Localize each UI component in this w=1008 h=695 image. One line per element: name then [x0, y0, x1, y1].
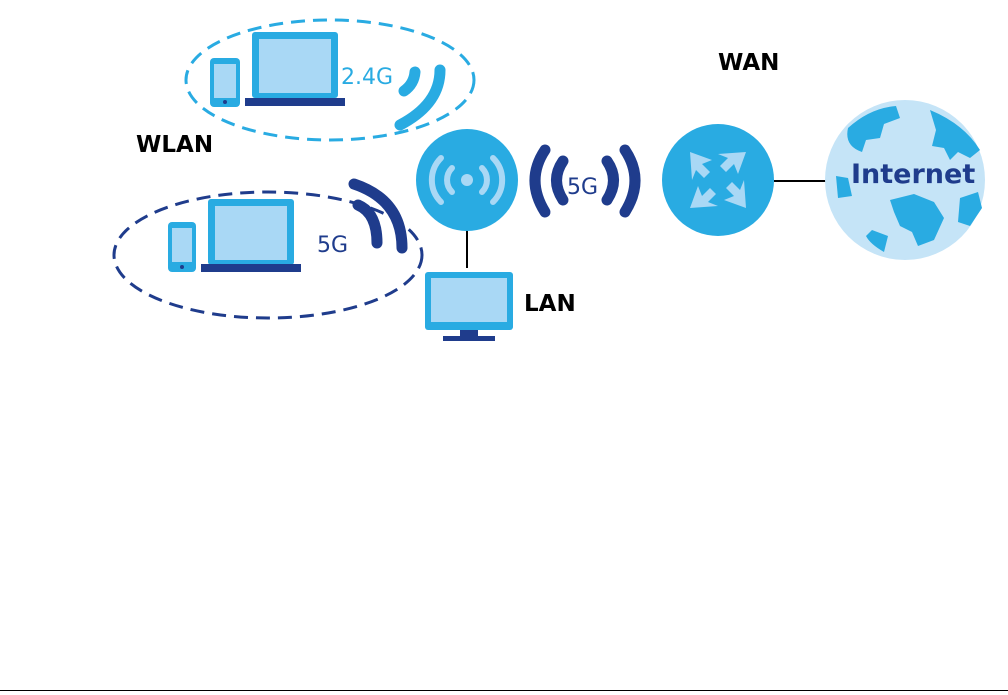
internet-label: Internet: [851, 159, 975, 190]
phone-icon: [210, 58, 240, 107]
lan-label: LAN: [524, 291, 576, 317]
laptop-icon: [245, 32, 345, 106]
wan-label: WAN: [718, 50, 779, 76]
access-point-icon: [416, 129, 518, 231]
band-label-5g-wlan: 5G: [317, 233, 348, 258]
phone-icon: [168, 222, 196, 272]
router-icon: [662, 124, 774, 236]
wifi-signal-icon: [400, 70, 440, 125]
wlan-label: WLAN: [136, 132, 213, 158]
band-label-5g-backhaul: 5G: [567, 175, 598, 200]
wlan-5g-group: 5G: [114, 184, 422, 318]
globe-icon: Internet: [825, 100, 985, 260]
wifi-signal-icon: [354, 184, 402, 248]
monitor-icon: [425, 272, 513, 341]
wlan-24g-group: 2.4G: [186, 20, 474, 140]
page-divider: [0, 690, 1008, 691]
band-label-24g: 2.4G: [341, 65, 393, 90]
laptop-icon: [201, 199, 301, 272]
